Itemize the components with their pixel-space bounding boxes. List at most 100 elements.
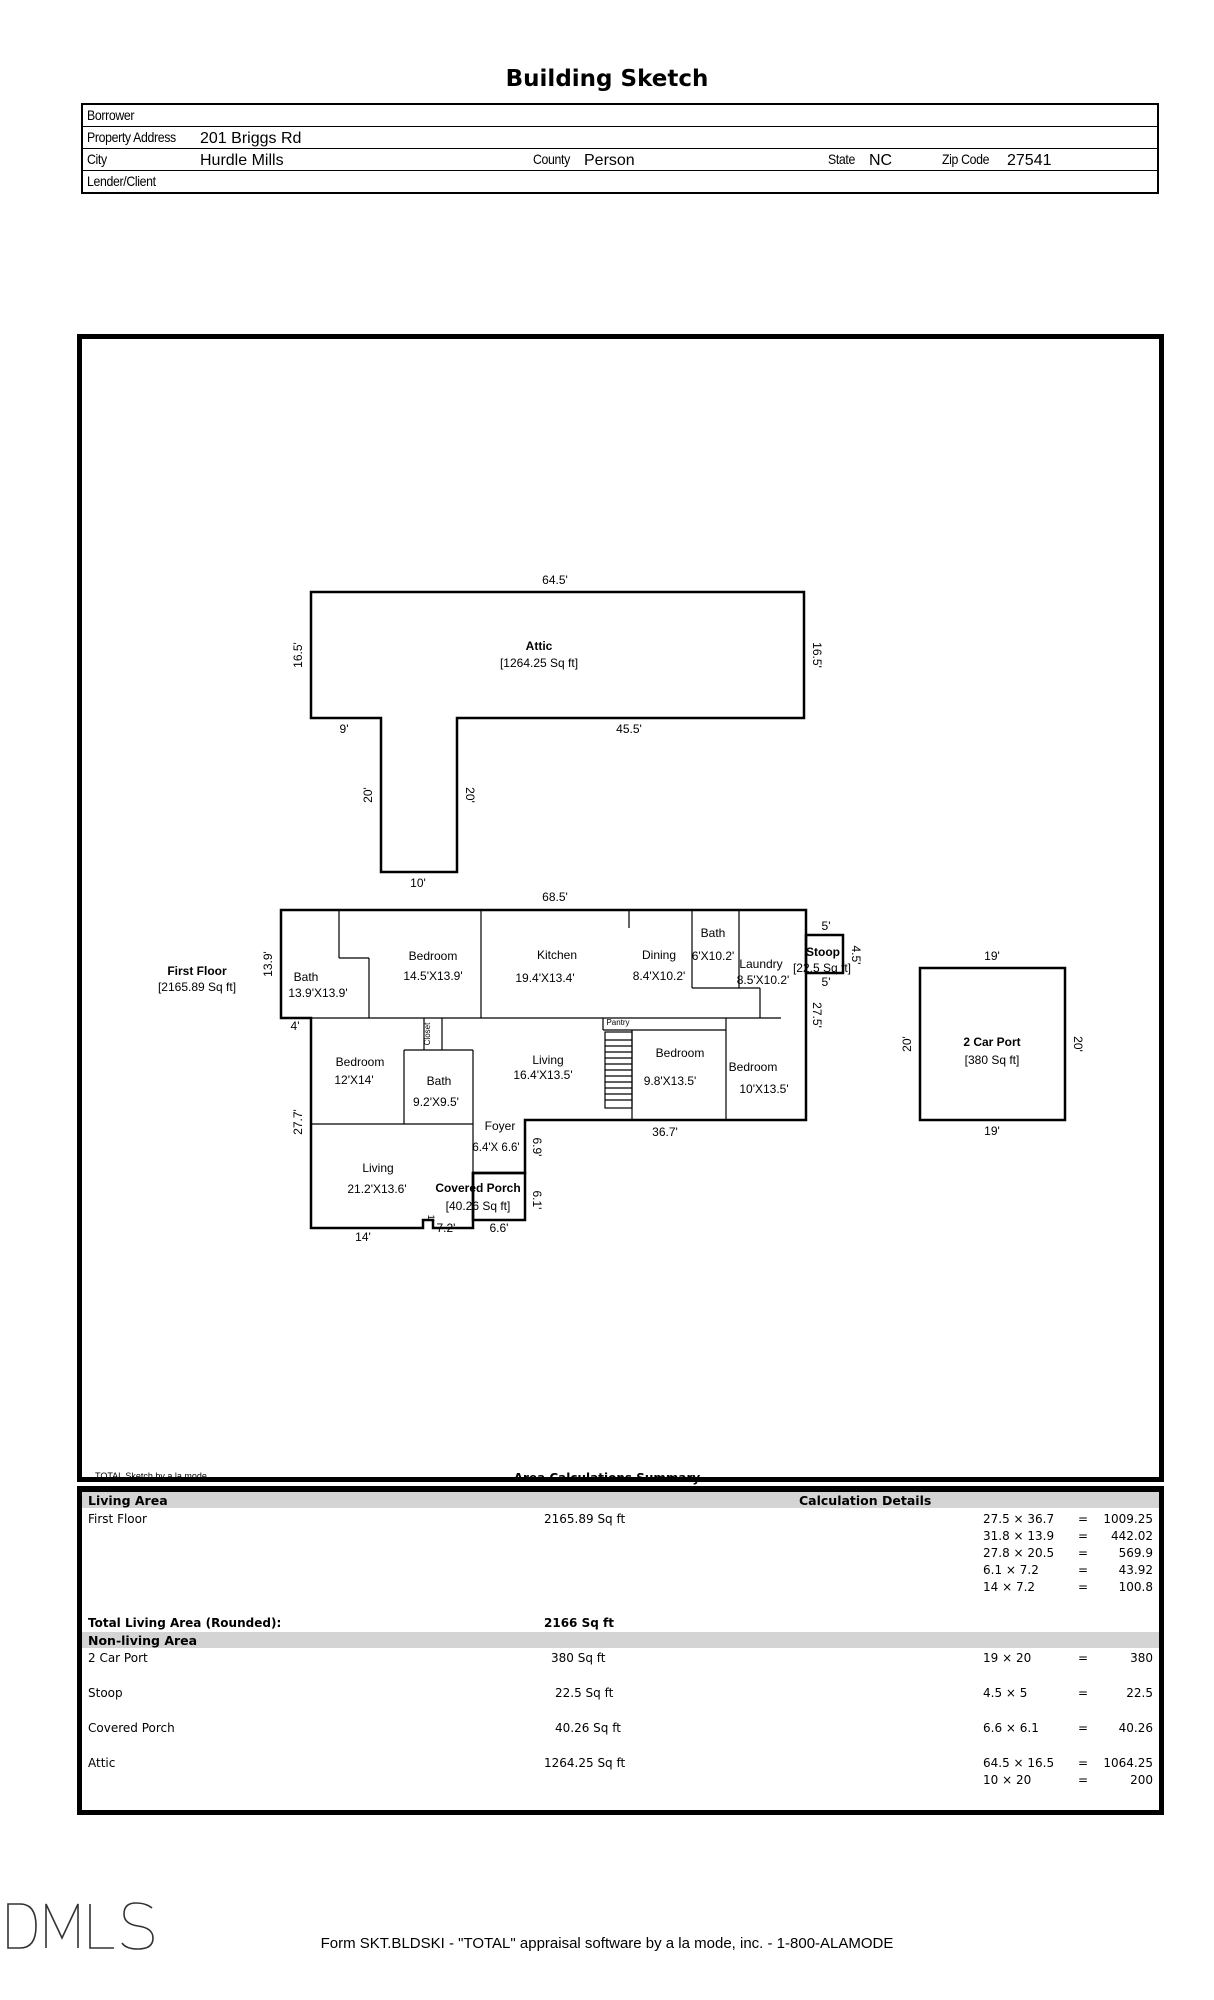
calc-expr: 6.1 × 7.2 (983, 1563, 1039, 1577)
non-living-item-value: 380 Sq ft (551, 1651, 606, 1665)
carport-dim-right: 20' (1071, 1036, 1085, 1052)
calc-expr: 19 × 20 (983, 1651, 1032, 1665)
calc-row: 64.5 × 16.5 = 1064.25 (983, 1756, 1153, 1773)
attic-area: [1264.25 Sq ft] (500, 656, 578, 670)
attic-dim-bottom-left: 9' (340, 722, 349, 736)
lender-row: Lender/Client (83, 171, 1157, 192)
carport-outline (918, 966, 1067, 1122)
ff-dim-stoop-top: 5' (822, 919, 831, 933)
calc-result: 200 (1130, 1773, 1153, 1787)
first-floor-value: 2165.89 Sq ft (544, 1512, 626, 1526)
lender-label: Lender/Client (87, 173, 156, 189)
zip-value: 27541 (1007, 152, 1052, 169)
calc-row: 6.1 × 7.2 = 43.92 (983, 1563, 1153, 1580)
calc-row: 14 × 7.2 = 100.8 (983, 1580, 1153, 1597)
calc-expr: 64.5 × 16.5 (983, 1756, 1055, 1770)
attic-calcs: 64.5 × 16.5 = 1064.25 10 × 20 = 200 (983, 1756, 1153, 1790)
calc-eq: = (1078, 1563, 1089, 1577)
room-name: Kitchen (537, 948, 577, 962)
calc-expr: 27.8 × 20.5 (983, 1546, 1055, 1560)
calc-eq: = (1078, 1580, 1089, 1594)
room-name: Foyer (485, 1119, 516, 1133)
calc-details-label: Calculation Details (799, 1493, 932, 1508)
attic-dim-top: 64.5' (542, 573, 568, 587)
attic-dim-right: 16.5' (810, 642, 824, 668)
calc-eq: = (1078, 1546, 1089, 1560)
non-living-item-value: 40.26 Sq ft (555, 1721, 621, 1735)
attic-dim-stem-bottom: 10' (410, 876, 426, 890)
carport-dim-bottom: 19' (984, 1124, 1000, 1138)
first-floor-area: [2165.89 Sq ft] (158, 980, 236, 994)
calc-eq: = (1078, 1651, 1089, 1665)
first-floor-outline (279, 908, 808, 1230)
non-living-item-label: Stoop (88, 1686, 123, 1700)
calc-result: 380 (1130, 1651, 1153, 1665)
closet-label: Closet (423, 1022, 432, 1045)
non-living-label: Non-living Area (88, 1633, 198, 1648)
room-name: Bath (294, 970, 319, 984)
calc-result: 40.26 (1118, 1721, 1153, 1735)
calc-expr: 6.6 × 6.1 (983, 1721, 1039, 1735)
non-living-item-value: 22.5 Sq ft (555, 1686, 614, 1700)
first-floor-label: First Floor (88, 1512, 147, 1526)
ff-dim-bottom-left: 14' (355, 1230, 371, 1244)
stoop-area: [22.5 Sq ft] (793, 961, 851, 975)
calc-expr: 10 × 20 (983, 1773, 1032, 1787)
city-row: City Hurdle Mills County Person State NC… (83, 149, 1157, 171)
room-size: 8.5'X10.2' (737, 973, 790, 987)
attic-dim-stem-left: 20' (361, 787, 375, 803)
room-size: 16.4'X13.5' (513, 1068, 572, 1082)
calc-row: 10 × 20 = 200 (983, 1773, 1153, 1790)
living-area-header: Living Area Calculation Details (82, 1492, 1159, 1508)
calc-row: 27.5 × 36.7 = 1009.25 (983, 1512, 1153, 1529)
covered-porch-outline (471, 1171, 527, 1222)
first-floor-name: First Floor (167, 964, 227, 978)
room-size: 9.8'X13.5' (644, 1074, 697, 1088)
pantry-label: Pantry (606, 1018, 629, 1027)
room-name: Laundry (739, 957, 782, 971)
calc-row: 19 × 20 = 380 (983, 1651, 1153, 1668)
room-size: 6.4'X 6.6' (472, 1142, 519, 1154)
non-living-item-label: 2 Car Port (88, 1651, 148, 1665)
room-size: 10'X13.5' (739, 1082, 788, 1096)
ff-dim-stoop-side: 4.5' (849, 946, 863, 965)
carport-dim-left: 20' (900, 1036, 914, 1052)
calc-result: 43.92 (1118, 1563, 1153, 1577)
form-footer: Form SKT.BLDSKI - "TOTAL" appraisal soft… (320, 1935, 894, 1952)
borrower-label: Borrower (87, 107, 135, 123)
ff-dim-bottom-mid: 7.2' (437, 1221, 456, 1235)
non-living-item-label: Covered Porch (88, 1721, 175, 1735)
page-title: Building Sketch (505, 66, 709, 92)
property-address-value: 201 Briggs Rd (200, 130, 302, 147)
area-summary-table: Living Area Calculation Details First Fl… (77, 1486, 1164, 1815)
ff-dim-right-foyer: 6.9' (530, 1138, 544, 1157)
sketch-frame (77, 334, 1164, 1482)
borrower-row: Borrower (83, 105, 1157, 127)
total-living-label: Total Living Area (Rounded): (88, 1616, 282, 1630)
room-name: Bath (427, 1074, 452, 1088)
carport-area: [380 Sq ft] (965, 1053, 1020, 1067)
sketch-credit: TOTAL Sketch by a la mode (95, 1471, 207, 1481)
calc-result: 100.8 (1118, 1580, 1153, 1594)
calc-eq: = (1078, 1773, 1089, 1787)
ff-dim-right-porch: 6.1' (530, 1191, 544, 1210)
stoop-name: Stoop (806, 945, 840, 959)
property-address-row: Property Address 201 Briggs Rd (83, 127, 1157, 149)
non-living-item-value: 1264.25 Sq ft (544, 1756, 626, 1770)
dmls-logo (7, 1902, 154, 1950)
room-name: Living (362, 1161, 393, 1175)
calc-result: 1064.25 (1103, 1756, 1153, 1770)
city-value: Hurdle Mills (200, 152, 284, 169)
attic-name: Attic (526, 639, 553, 653)
ff-dim-notch: 1' (426, 1215, 436, 1222)
total-living-value: 2166 Sq ft (544, 1616, 614, 1630)
first-floor-calcs: 27.5 × 36.7 = 1009.25 31.8 × 13.9 = 442.… (983, 1512, 1153, 1597)
calc-eq: = (1078, 1529, 1089, 1543)
room-name: Bath (701, 926, 726, 940)
calc-eq: = (1078, 1756, 1089, 1770)
room-size: 12'X14' (334, 1073, 373, 1087)
room-size: 13.9'X13.9' (288, 986, 347, 1000)
room-size: 14.5'X13.9' (403, 969, 462, 983)
zip-label: Zip Code (942, 151, 990, 167)
room-name: Living (532, 1053, 563, 1067)
